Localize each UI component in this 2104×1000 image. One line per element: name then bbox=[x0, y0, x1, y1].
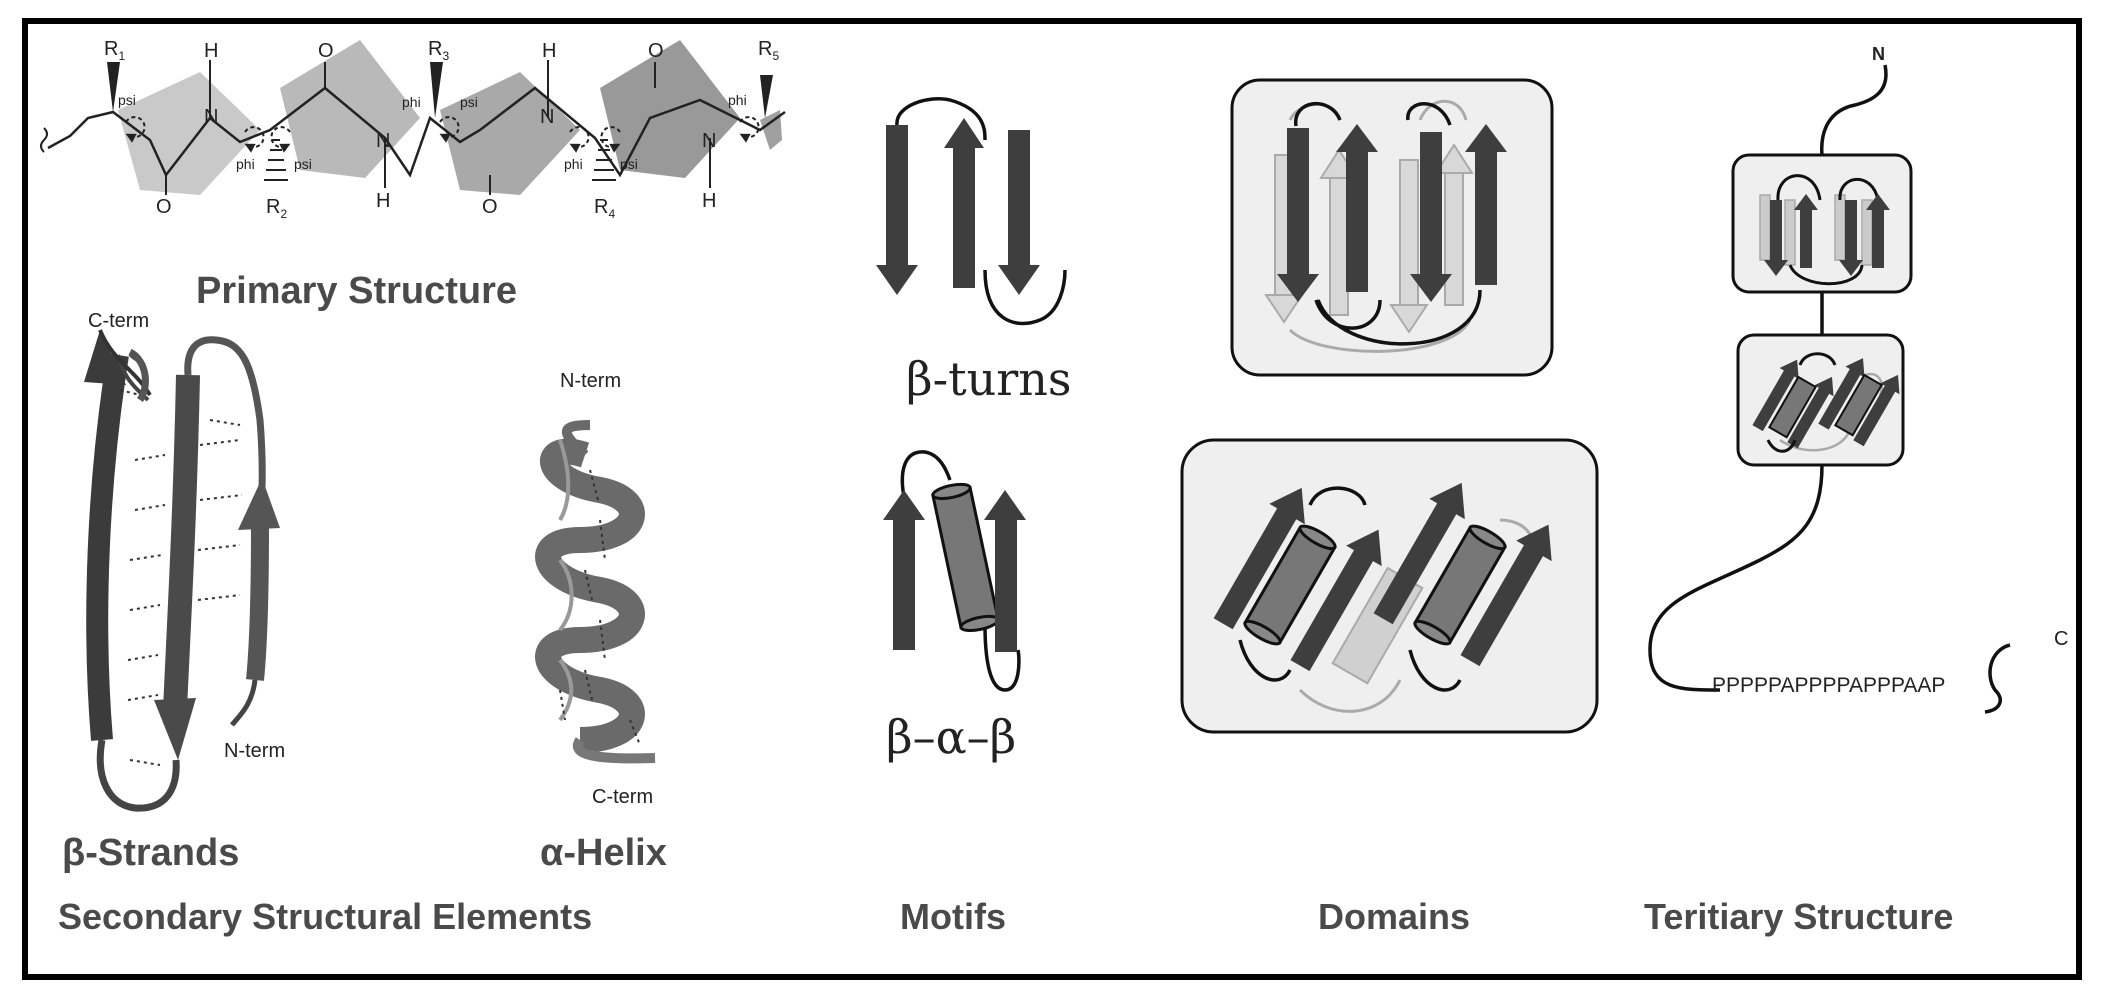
beta-alpha-beta-motif bbox=[883, 450, 1026, 692]
sequence-label: PPPPPAPPPPAPPPAAP bbox=[1712, 674, 1946, 697]
peptide-backbone bbox=[40, 40, 786, 195]
n-terminus-label: N bbox=[1872, 44, 1885, 64]
psi-label: psi bbox=[620, 156, 638, 172]
domain-box-alpha-beta bbox=[1180, 438, 1599, 734]
n-atom-label: N bbox=[376, 130, 391, 152]
h-atom-label: H bbox=[376, 190, 391, 212]
alpha-helix-title: α-Helix bbox=[540, 832, 667, 874]
c-terminus-label: C bbox=[2054, 628, 2069, 650]
o-atom-label: O bbox=[482, 196, 498, 218]
psi-label: psi bbox=[294, 156, 312, 172]
psi-label: psi bbox=[118, 92, 136, 108]
n-atom-label: N bbox=[204, 106, 219, 128]
r1-label: R1 bbox=[104, 38, 126, 63]
beta-alpha-beta-label: β–α–β bbox=[886, 710, 1017, 764]
motifs-section-title: Motifs bbox=[900, 896, 1006, 937]
o-atom-label: O bbox=[156, 196, 172, 218]
r4-label: R4 bbox=[594, 196, 616, 221]
o-atom-label: O bbox=[318, 40, 334, 62]
tertiary-section-title: Teritiary Structure bbox=[1644, 896, 1954, 937]
h-atom-label: H bbox=[204, 40, 219, 62]
h-atom-label: H bbox=[542, 40, 557, 62]
beta-strands-title: β-Strands bbox=[62, 832, 240, 874]
psi-label: psi bbox=[460, 94, 478, 110]
r2-label: R2 bbox=[266, 196, 288, 221]
domain-box-beta bbox=[1230, 78, 1554, 377]
n-atom-label: N bbox=[702, 130, 717, 152]
o-atom-label: O bbox=[648, 40, 664, 62]
r5-label: R5 bbox=[758, 38, 780, 63]
r3-label: R3 bbox=[428, 38, 450, 63]
phi-label: phi bbox=[728, 92, 747, 108]
secondary-section-title: Secondary Structural Elements bbox=[58, 896, 593, 937]
helix-cterm-label: C-term bbox=[592, 786, 654, 808]
helix-nterm-label: N-term bbox=[560, 370, 622, 392]
phi-label: phi bbox=[236, 156, 255, 172]
domains-section-title: Domains bbox=[1318, 896, 1471, 937]
phi-label: phi bbox=[564, 156, 583, 172]
strands-nterm-label: N-term bbox=[224, 740, 286, 762]
n-atom-label: N bbox=[540, 106, 555, 128]
beta-strands-ribbon bbox=[84, 329, 280, 812]
beta-turns-label: β-turns bbox=[906, 352, 1072, 406]
tertiary-structure bbox=[1648, 64, 2011, 714]
phi-label: phi bbox=[402, 94, 421, 110]
beta-turns-motif bbox=[876, 97, 1067, 326]
primary-structure-title: Primary Structure bbox=[196, 270, 518, 312]
strands-cterm-label: C-term bbox=[88, 310, 150, 332]
h-atom-label: H bbox=[702, 190, 717, 212]
alpha-helix-ribbon bbox=[535, 420, 656, 764]
